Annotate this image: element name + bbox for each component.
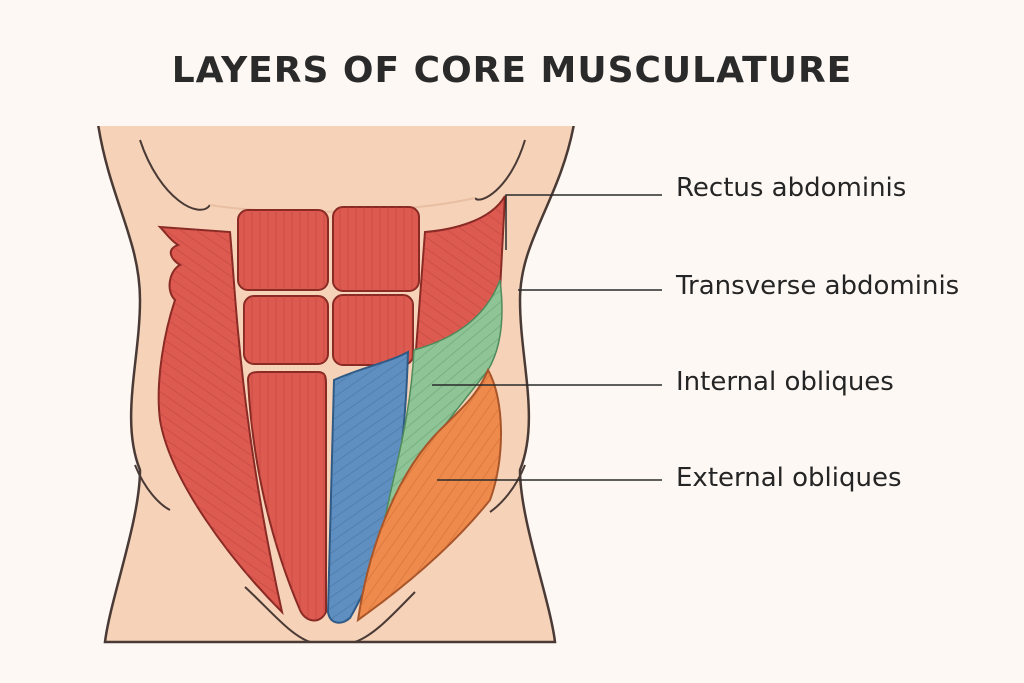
diagram-title: LAYERS OF CORE MUSCULATURE — [171, 50, 853, 91]
label-external-obliques: External obliques — [676, 463, 902, 493]
label-rectus-abdominis: Rectus abdominis — [676, 173, 907, 203]
leader-line-rectus — [505, 194, 662, 250]
hip-line-left — [134, 464, 171, 511]
label-transverse-abdominis: Transverse abdominis — [676, 271, 960, 301]
groin-line-left — [244, 586, 311, 643]
hip-line-right — [489, 464, 526, 513]
rectus-abdominis-muscle — [237, 206, 420, 622]
chest-line-right — [474, 139, 526, 201]
label-internal-obliques: Internal obliques — [676, 367, 894, 397]
groin-line-right — [354, 591, 416, 643]
chest-line-left — [139, 139, 211, 211]
